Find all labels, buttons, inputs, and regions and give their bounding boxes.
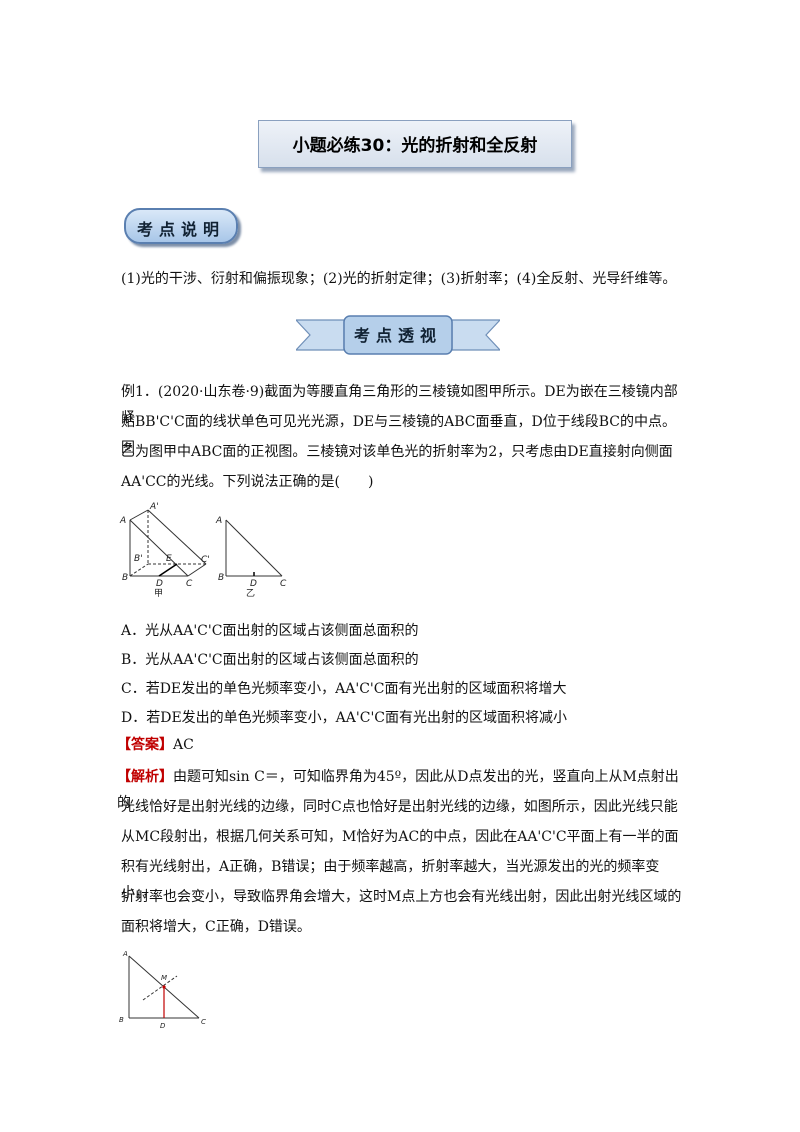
- answer-tag: 【答案】: [117, 737, 173, 753]
- analysis-line-3: 从MC段射出，根据几何关系可知，M恰好为AC的中点，因此在AA'C'C平面上有一…: [121, 829, 679, 845]
- analysis-line-1: 【解析】由题可知sin C＝，可知临界角为45º，因此从D点发出的光，竖直向上从…: [117, 764, 687, 816]
- caption-yi: 乙: [246, 588, 255, 599]
- fig2-label-a: A: [122, 950, 128, 958]
- analysis-line-2: 光线恰好是出射光线的边缘，同时C点也恰好是出射光线的边缘，如图所示，因此光线只能: [121, 799, 678, 815]
- point-m-marker: [162, 985, 166, 989]
- label-a: A: [119, 516, 126, 526]
- fig2-label-b: B: [119, 1016, 124, 1024]
- option-b: B．光从AA'C'C面出射的区域占该侧面总面积的: [121, 652, 419, 668]
- figure-triangle-m: A M B D C: [119, 950, 206, 1030]
- label2-c: C: [280, 579, 287, 589]
- example-line-2: 贴BB'C'C面的线状单色可见光光源，DE与三棱镜的ABC面垂直，D位于线段BC…: [121, 414, 676, 456]
- label-c-prime: C': [201, 555, 210, 565]
- analysis-line-5: 折射率也会变小，导致临界角会增大，这时M点上方也会有光线出射，因此出射光线区域的: [121, 889, 682, 905]
- prism-3d-figure: [129, 509, 207, 577]
- analysis-line-4: 积有光线射出，A正确，B错误；由于频率越高，折射率越大，当光源发出的光的频率变小…: [121, 859, 660, 901]
- answer-row: 【答案】AC: [117, 732, 194, 758]
- fig2-label-d: D: [160, 1022, 166, 1030]
- analysis-text-1: 由题可知sin C＝，可知临界角为45º，因此从D点发出的光，竖直向上从M点射出…: [117, 769, 679, 811]
- label-e: E: [166, 554, 172, 564]
- answer-value: AC: [173, 737, 194, 753]
- label-b-prime: B': [134, 554, 143, 564]
- option-c: C．若DE发出的单色光频率变小，AA'C'C面有光出射的区域面积将增大: [121, 681, 567, 697]
- prism-front-view: [225, 519, 283, 577]
- page-title: 小题必练30：光的折射和全反射: [292, 136, 538, 156]
- section-badge-explanation: 考点说明: [124, 208, 238, 244]
- label2-b: B: [218, 573, 224, 583]
- label-a-prime: A': [149, 502, 159, 512]
- example-line-3: 乙为图甲中ABC面的正视图。三棱镜对该单色光的折射率为2，只考虑由DE直接射向侧…: [121, 444, 673, 460]
- example-line-4: AA'CC的光线。下列说法正确的是( ): [121, 474, 374, 490]
- intro-text: (1)光的干涉、衍射和偏振现象；(2)光的折射定律；(3)折射率；(4)全反射、…: [121, 271, 677, 287]
- fig2-label-m: M: [161, 974, 167, 982]
- figure-prism-diagrams: A' A B' E C' B D C 甲 A B D C 乙: [119, 502, 287, 599]
- label-c: C: [186, 579, 193, 589]
- option-a: A．光从AA'C'C面出射的区域占该侧面总面积的: [121, 623, 419, 639]
- analysis-tag: 【解析】: [117, 769, 173, 785]
- label2-a: A: [215, 516, 222, 526]
- analysis-line-6: 面积将增大，C正确，D错误。: [121, 919, 311, 935]
- option-d: D．若DE发出的单色光频率变小，AA'C'C面有光出射的区域面积将减小: [121, 710, 568, 726]
- label2-d: D: [250, 579, 257, 589]
- section-badge-label: 考点说明: [136, 220, 225, 239]
- section-ribbon-label: 考点透视: [354, 326, 442, 345]
- label-b: B: [122, 573, 128, 583]
- title-banner: 小题必练30：光的折射和全反射: [258, 120, 572, 168]
- fig2-label-c: C: [201, 1018, 206, 1026]
- section-ribbon-badge: 考点透视: [296, 315, 500, 355]
- label-d: D: [156, 579, 163, 589]
- caption-jia: 甲: [154, 588, 163, 599]
- example-line-1: 例1．(2020·山东卷·9)截面为等腰直角三角形的三棱镜如图甲所示。DE为嵌在…: [121, 384, 678, 426]
